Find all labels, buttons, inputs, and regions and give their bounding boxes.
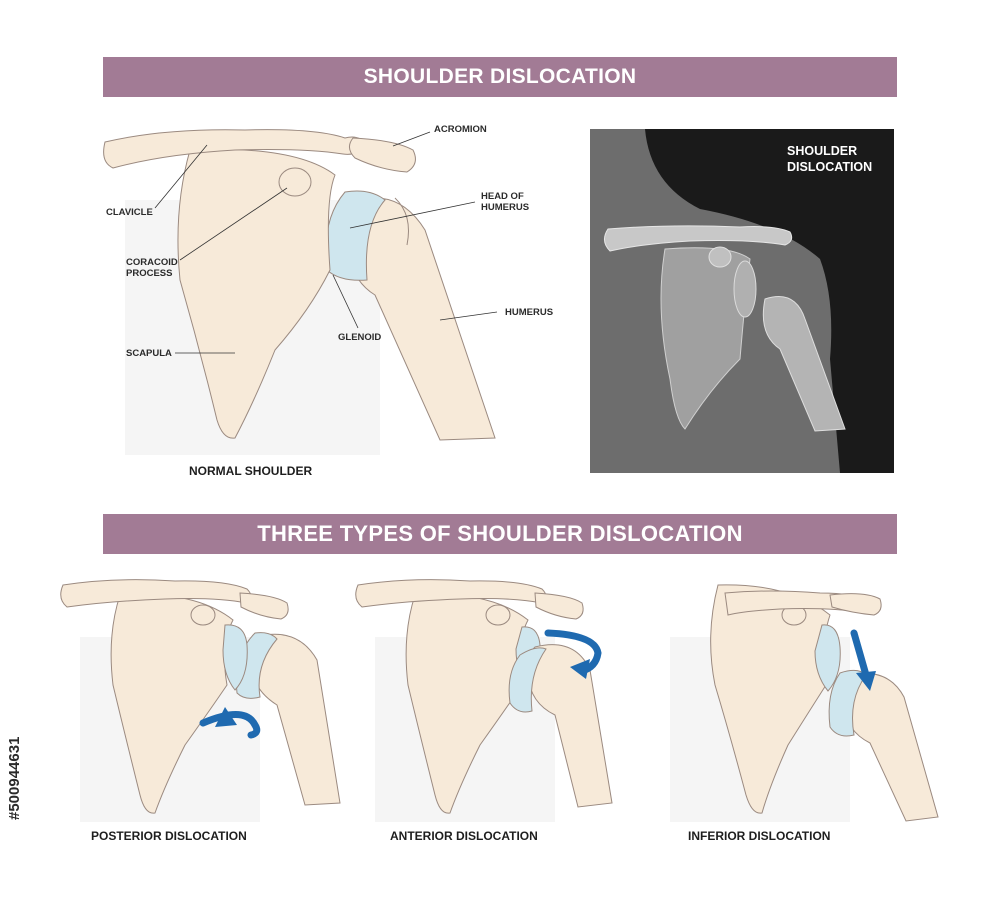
humeral-head-cartilage [828,669,867,737]
xray-clavicle [604,225,793,252]
caption-inferior: INFERIOR DISLOCATION [688,829,831,843]
label-acromion: ACROMION [434,124,487,135]
coracoid-bone [190,604,216,626]
label-coracoid-2: PROCESS [126,268,173,279]
acromion-bone [349,137,416,173]
caption-posterior: POSTERIOR DISLOCATION [91,829,247,843]
humerus-bone [843,672,939,822]
normal-shoulder-illustration [103,129,498,455]
xray-scapula [660,247,751,430]
scapula-bone [710,584,831,814]
title-banner: SHOULDER DISLOCATION [103,57,897,97]
label-humerus: HUMERUS [505,307,554,318]
label-glenoid: GLENOID [338,332,382,343]
arrow-icon [850,629,870,679]
posterior-dislocation-illustration [60,579,341,822]
coracoid-bone [278,167,312,197]
xray-glenoid [733,260,757,318]
leader-humerus [439,311,498,321]
acromion-bone [239,592,289,620]
acromion-bone [534,592,584,620]
arrowhead-icon [570,659,590,679]
stock-id-text: #500944631 [6,736,23,820]
glenoid-socket [222,624,248,691]
subtitle-banner: THREE TYPES OF SHOULDER DISLOCATION [103,514,897,554]
subtitle-text: THREE TYPES OF SHOULDER DISLOCATION [257,521,743,546]
xray-humerus [762,296,846,432]
caption-normal-shoulder: NORMAL SHOULDER [189,464,313,478]
scapula-bone [405,593,529,814]
xray-coracoid [708,246,732,268]
xray-caption-2: DISLOCATION [787,160,873,174]
leader-clavicle [154,144,208,209]
scapula-bone [110,593,234,814]
glenoid-socket [814,624,841,692]
arrow-icon [544,629,602,675]
humerus-head-line [394,197,409,246]
scapula-bone [177,148,336,439]
label-head-of-humerus-2: HUMERUS [481,202,530,213]
label-scapula: SCAPULA [126,348,172,359]
xray-image [590,129,894,473]
xray-caption-1: SHOULDER [787,144,858,158]
caption-anterior: ANTERIOR DISLOCATION [390,829,538,843]
leader-glenoid [332,274,359,329]
label-clavicle: CLAVICLE [106,207,153,218]
arrowhead-icon [856,671,876,691]
leader-coracoid [179,187,288,261]
inferior-dislocation-illustration [670,584,939,822]
label-head-of-humerus-1: HEAD OF [481,191,524,202]
coracoid-bone [485,604,511,626]
leader-acromion [392,131,431,147]
label-coracoid-1: CORACOID [126,257,178,268]
anterior-dislocation-illustration [355,579,613,822]
acromion-bone [829,593,882,616]
leader-head [349,201,476,229]
title-text: SHOULDER DISLOCATION [363,65,637,88]
arrowhead-icon [215,707,237,727]
humeral-head-cartilage [508,647,547,713]
